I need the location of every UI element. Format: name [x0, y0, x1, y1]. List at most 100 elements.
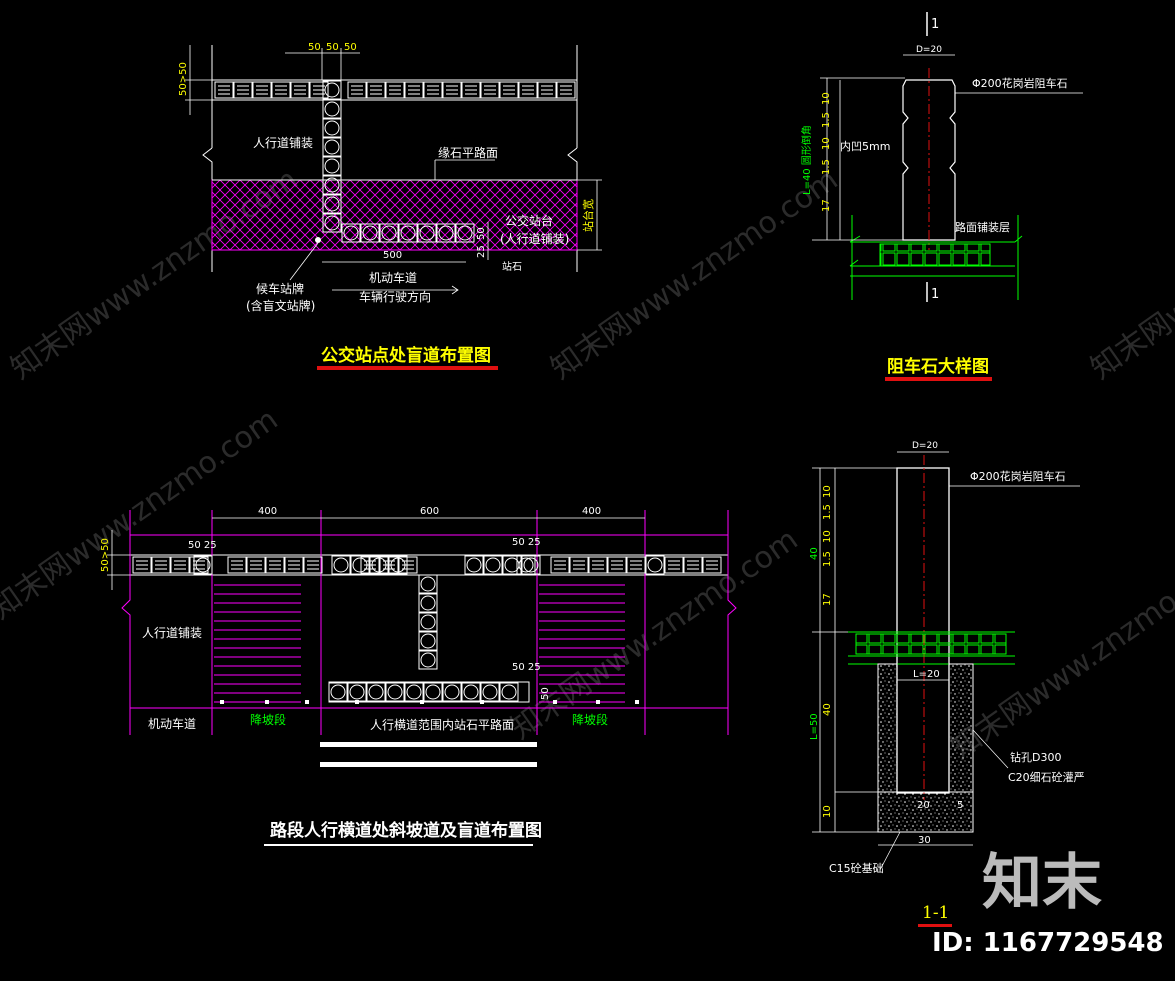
- tactile-bar-tile: [252, 81, 272, 99]
- dim-small-1: 50 25: [188, 540, 217, 551]
- label-platform-1: 公交站台: [505, 213, 553, 228]
- tactile-bar-tile: [347, 81, 367, 99]
- watermark-group: 知末网www.znzmo.com 知末网www.znzmo.com 知末网www…: [0, 162, 1175, 767]
- dim-right-small-1: 50: [476, 227, 487, 240]
- warning-tiles-horizontal: [328, 681, 530, 703]
- warning-dot-tile: [483, 555, 503, 575]
- tactile-bar-tile: [423, 81, 443, 99]
- warning-dot-tile: [350, 555, 370, 575]
- dim-upper-2: 1.5: [822, 504, 833, 520]
- warning-dot-tile: [193, 555, 213, 575]
- label-base: C15砼基础: [829, 862, 884, 875]
- tactile-bar-tile: [626, 556, 646, 574]
- dim-top-3: 50: [344, 42, 357, 53]
- warning-dot-tile: [322, 175, 342, 195]
- dim-top-1: 400: [258, 506, 277, 517]
- warning-dot-tile: [322, 213, 342, 233]
- label-direction: 车辆行驶方向: [359, 289, 431, 304]
- warning-dot-tile: [499, 682, 519, 702]
- hatched-lane-area: [211, 179, 578, 251]
- dim-side-4: 1.5: [821, 159, 832, 175]
- warning-dot-tile: [418, 593, 438, 613]
- warning-dot-tile: [417, 223, 437, 243]
- tactile-bar-tile: [170, 556, 190, 574]
- warning-dot-tile: [347, 682, 367, 702]
- dim-lower-1: 40: [822, 703, 833, 716]
- crossing-plan: 400 600 400 50 25 50 25 50 25 50 50>50 人…: [100, 506, 737, 846]
- tactile-bar-tile: [442, 81, 462, 99]
- warning-dot-tile: [418, 650, 438, 670]
- diagram-title: 公交站点处盲道布置图: [321, 345, 491, 366]
- tactile-bar-tile: [588, 556, 608, 574]
- dim-upper-3: 10: [822, 530, 833, 543]
- bollard-dot: [220, 700, 224, 704]
- warning-dot-tile: [369, 555, 389, 575]
- ramp-section-left: [214, 584, 301, 703]
- warning-dot-tile: [379, 223, 399, 243]
- warning-dot-tile: [385, 682, 405, 702]
- concrete-base: [877, 791, 974, 833]
- bollard-dot: [596, 700, 600, 704]
- label-sign-2: (含盲文站牌): [246, 298, 315, 313]
- warning-dot-tile: [360, 223, 380, 243]
- tactile-bar-tile: [550, 556, 570, 574]
- warning-dot-tile: [322, 80, 342, 100]
- warning-dot-tile: [341, 223, 361, 243]
- bollard-dot: [553, 700, 557, 704]
- section-mark-bottom: 1: [931, 287, 939, 302]
- warning-dot-tile: [516, 555, 536, 575]
- tactile-bar-tile: [569, 556, 589, 574]
- dim-small-2: 50 25: [512, 537, 541, 548]
- tactile-bar-tile: [607, 556, 627, 574]
- tactile-bar-tile: [246, 556, 266, 574]
- dim-lower-2: 10: [822, 805, 833, 818]
- warning-dot-tile: [461, 682, 481, 702]
- warning-dot-tile: [464, 555, 484, 575]
- watermark-text: 知末网www.znzmo.com: [1085, 162, 1175, 387]
- diagram-title: 阻车石大样图: [887, 356, 989, 377]
- bollard-dot: [420, 700, 424, 704]
- dim-lower: L=50: [809, 713, 820, 740]
- tactile-bar-tile: [265, 556, 285, 574]
- warning-tiles-vertical: [322, 80, 342, 233]
- section-1-1: D=20 40 L=50 10 1.5 10 1.5: [809, 441, 1085, 927]
- tactile-bar-tile: [480, 81, 500, 99]
- warning-dot-tile: [322, 99, 342, 119]
- dim-diameter: D=20: [916, 45, 942, 55]
- warning-dot-tile: [423, 682, 443, 702]
- tactile-bar-tile: [290, 81, 310, 99]
- warning-dot-tile: [404, 682, 424, 702]
- dim-inner: L=20: [913, 669, 940, 680]
- tactile-bar-tile: [537, 81, 557, 99]
- bollard-outline: [902, 79, 956, 241]
- section-title: 1-1: [922, 903, 949, 923]
- watermark-text: 知末网www.znzmo.com: [0, 402, 284, 627]
- label-stone: Φ200花岗岩阻车石: [970, 469, 1066, 483]
- label-curbstone: 站石: [502, 260, 522, 273]
- warning-dot-tile: [322, 118, 342, 138]
- dim-upper-4: 1.5: [822, 551, 833, 567]
- label-ramp-left: 降坡段: [250, 712, 286, 727]
- drill-hole-fill-right: [948, 663, 974, 793]
- warning-dot-tile: [480, 682, 500, 702]
- dim-left: 50>50: [178, 62, 189, 96]
- warning-dot-tile: [366, 682, 386, 702]
- tactile-bar-tile: [499, 81, 519, 99]
- tactile-bar-tile: [385, 81, 405, 99]
- warning-dot-tile: [322, 137, 342, 157]
- dim-upper-5: 17: [822, 593, 833, 606]
- paving-layer: [879, 243, 991, 267]
- warning-dot-tile: [418, 612, 438, 632]
- brand-logo: 知末: [982, 848, 1102, 918]
- warning-dot-tile: [645, 555, 665, 575]
- dim-left: 50>50: [100, 538, 111, 572]
- bus-stop-plan: 50 50 50 50>50 50 25 500 站台宽 人行道铺装 缘石平路面…: [178, 42, 602, 370]
- label-sidewalk: 人行道铺装: [142, 626, 202, 640]
- section-mark-top: 1: [931, 17, 939, 32]
- dim-top-2: 50: [326, 42, 339, 53]
- crosswalk-stripe: [320, 762, 537, 767]
- tactile-bar-tile: [233, 81, 253, 99]
- ramp-section-right: [539, 584, 625, 703]
- tactile-strip: [132, 555, 722, 575]
